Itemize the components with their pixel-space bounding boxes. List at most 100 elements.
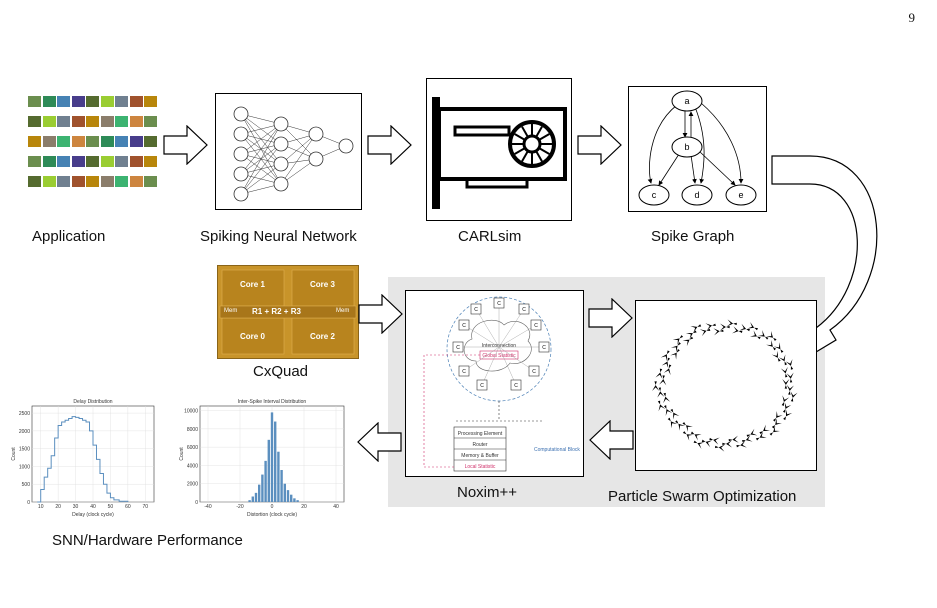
node-e: e (738, 190, 743, 200)
y-axis-label: Count (179, 447, 185, 461)
mem-right-label: Mem (336, 308, 350, 314)
arrow-snn-to-carlsim (367, 125, 412, 165)
node-c: c (652, 190, 657, 200)
bird-mark (659, 375, 667, 386)
thumbnail-image (115, 136, 128, 147)
thumbnail-image (28, 156, 41, 167)
noxim-core-node (528, 365, 540, 377)
noxim-core-node (458, 365, 470, 377)
gpu-icon (432, 97, 567, 209)
x-tick-label: 40 (333, 504, 339, 510)
bird-mark (773, 410, 783, 422)
chart-bar (283, 483, 286, 502)
bird-mark (766, 339, 777, 351)
caption-noxim: Noxim++ (457, 484, 518, 501)
noxim-diagram: Interconnection Global Statistic CCCCCCC… (423, 296, 580, 472)
thumbnail-image (144, 136, 157, 147)
bird-mark (705, 323, 716, 331)
noxim-box: Interconnection Global Statistic CCCCCCC… (405, 290, 584, 477)
thumbnail-image (42, 96, 56, 107)
y-tick-label: 2000 (19, 429, 30, 435)
bird-mark (746, 428, 758, 438)
neuron-node (273, 176, 289, 192)
pso-box (635, 300, 817, 471)
bird-mark (766, 331, 777, 341)
bird-mark (771, 350, 781, 362)
thumbnail-image (144, 116, 157, 127)
noxim-core-label: C (456, 345, 460, 351)
x-tick-label: 10 (38, 504, 44, 510)
chart-bar (270, 412, 274, 502)
bird-mark (660, 350, 670, 362)
noxim-core-node (510, 379, 522, 391)
cxquad-chip: Core 1 Core 3 Mem R1 + R2 + R3 Mem Core … (217, 265, 359, 359)
bird-mark (755, 431, 767, 441)
bird-mark (693, 440, 705, 449)
neuron-node (233, 166, 249, 182)
caption-application: Application (32, 228, 106, 245)
x-axis-label: Distortion (clock cycle) (247, 512, 297, 518)
bird-mark (790, 391, 798, 402)
noxim-core-node (452, 341, 464, 353)
bird-mark (655, 368, 663, 379)
chart-bar (274, 421, 277, 502)
thumbnail-image (71, 116, 85, 127)
bird-mark (682, 431, 694, 441)
noxim-core-label: C (497, 301, 501, 307)
bird-mark (783, 409, 793, 421)
node-a: a (684, 96, 689, 106)
chart-bar (280, 470, 283, 502)
thumbnail-image (71, 136, 85, 147)
noxim-core-label: C (534, 323, 538, 329)
y-tick-label: 4000 (187, 463, 198, 469)
y-tick-label: 2000 (187, 482, 198, 488)
neuron-node (233, 126, 249, 142)
bird-mark (675, 420, 686, 431)
x-tick-label: 70 (143, 504, 149, 510)
thumbnail-image (57, 136, 70, 147)
thumbnail-image (57, 156, 70, 167)
y-tick-label: 2500 (19, 411, 30, 417)
arrow-spikegraph-to-pso (771, 155, 878, 360)
thumbnail-image (86, 156, 99, 167)
bird-mark (741, 434, 753, 443)
thumbnail-image (28, 136, 41, 147)
caption-cxquad: CxQuad (253, 363, 309, 380)
thumbnail-image (115, 176, 128, 187)
x-tick-label: 60 (125, 504, 131, 510)
noxim-core-label: C (522, 307, 526, 313)
noxim-core-label: C (514, 383, 518, 389)
chart-bar (286, 490, 290, 502)
snn-diagram (233, 106, 354, 202)
chart-bar (251, 496, 254, 502)
noxim-core-node (493, 297, 505, 309)
noxim-core-label: C (532, 369, 536, 375)
thumbnail-image (100, 156, 114, 167)
neuron-node (233, 106, 249, 122)
mem-left-label: Mem (224, 308, 238, 314)
thumbnail-image (115, 156, 128, 167)
bird-mark (663, 392, 671, 404)
bird-mark (739, 323, 750, 332)
noxim-core-node (530, 319, 542, 331)
chart-bar (293, 498, 296, 502)
chart-bar (264, 460, 267, 502)
thumbnail-image (86, 116, 99, 127)
thumbnail-image (129, 156, 143, 167)
thumbnail-image (28, 96, 41, 107)
noxim-core-node (476, 379, 488, 391)
x-tick-label: 20 (55, 504, 61, 510)
bird-mark (715, 444, 726, 452)
caption-performance: SNN/Hardware Performance (52, 532, 243, 549)
bird-mark (652, 381, 660, 392)
routers-label: R1 + R2 + R3 (252, 307, 301, 316)
bird-mark (667, 417, 678, 429)
core-2-label: Core 2 (310, 332, 335, 341)
stack-router: Router (472, 442, 487, 448)
bird-mark (773, 342, 784, 353)
bird-mark (728, 435, 739, 443)
thumbnail-image (144, 96, 157, 107)
chart-title: Inter-Spike Interval Distribution (238, 399, 307, 405)
chart-bar (296, 500, 299, 502)
snn-box (215, 93, 362, 210)
